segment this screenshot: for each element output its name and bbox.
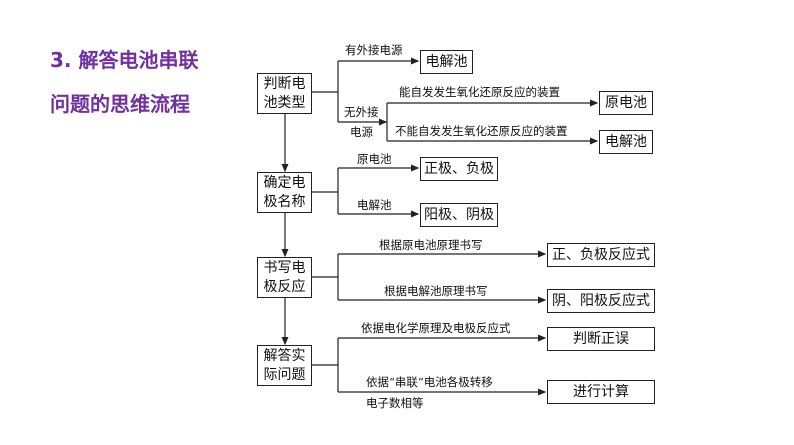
step-judge-cell-type: 判断电池类型	[257, 73, 312, 114]
step-determine-electrode: 确定电极名称	[257, 172, 312, 213]
result-box: 阴、阳极反应式	[547, 289, 655, 313]
condition-label: 不能自发发生氧化还原反应的装置	[395, 124, 568, 138]
result-box: 阳极、阴极	[420, 203, 498, 227]
result-box: 原电池	[599, 91, 653, 115]
condition-label: 依据电化学原理及电极反应式	[361, 321, 511, 335]
condition-label: 电源	[350, 125, 373, 139]
result-box: 正极、负极	[420, 157, 498, 181]
title-line-1: 3. 解答电池串联	[50, 48, 199, 72]
result-box: 进行计算	[547, 380, 655, 404]
condition-label: 根据电解池原理书写	[384, 284, 488, 298]
condition-label: 根据原电池原理书写	[379, 238, 483, 252]
step-solve-problem: 解答实际问题	[257, 345, 312, 386]
result-box: 电解池	[599, 130, 653, 154]
result-box: 正、负极反应式	[547, 243, 655, 267]
condition-label: 电子数相等	[366, 396, 424, 410]
condition-label: 电解池	[357, 198, 392, 212]
result-box: 判断正误	[547, 327, 655, 351]
condition-label: 依据“串联”电池各极转移	[366, 375, 493, 389]
condition-label: 原电池	[357, 152, 392, 166]
condition-label: 无外接	[344, 105, 379, 119]
step-write-reaction: 书写电极反应	[257, 257, 312, 298]
title-line-2: 问题的思维流程	[50, 92, 190, 116]
condition-label: 能自发发生氧化还原反应的装置	[399, 85, 560, 99]
result-box: 电解池	[420, 50, 473, 74]
condition-label: 有外接电源	[345, 43, 403, 57]
